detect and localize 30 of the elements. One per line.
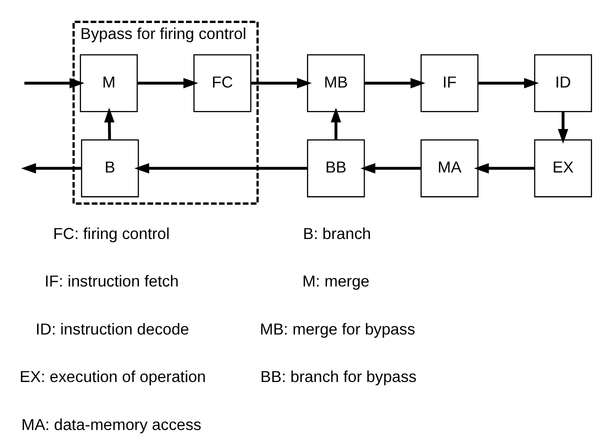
arrow <box>360 163 422 174</box>
node-box: ID <box>534 54 592 112</box>
label: ID: instruction decode <box>36 321 190 338</box>
arrow <box>104 108 115 140</box>
arrow <box>251 78 312 88</box>
arrow <box>558 112 568 144</box>
node-box: MA <box>420 139 478 198</box>
node-box: FC <box>193 54 252 112</box>
node-box: M <box>80 54 138 112</box>
label: EX: execution of operation <box>20 369 206 386</box>
node-box: BB <box>306 139 365 198</box>
node-box: MB <box>306 54 365 112</box>
arrow <box>138 78 198 88</box>
arrow <box>364 78 426 88</box>
label: MA: data-memory access <box>21 416 202 434</box>
label: IF: instruction fetch <box>44 274 179 291</box>
label: M: merge <box>302 274 370 291</box>
label: FC: firing control <box>53 226 170 243</box>
arrow <box>478 78 539 88</box>
label: B: branch <box>303 226 371 243</box>
arrow <box>134 163 308 174</box>
node-box: IF <box>420 54 478 112</box>
arrow <box>21 163 82 174</box>
arrow <box>330 108 342 140</box>
arrow <box>24 78 84 88</box>
label: MB: merge for bypass <box>260 321 416 338</box>
label: BB: branch for bypass <box>260 369 417 386</box>
arrow <box>474 163 535 174</box>
node-box: B <box>81 139 139 198</box>
node-box: EX <box>534 139 592 198</box>
